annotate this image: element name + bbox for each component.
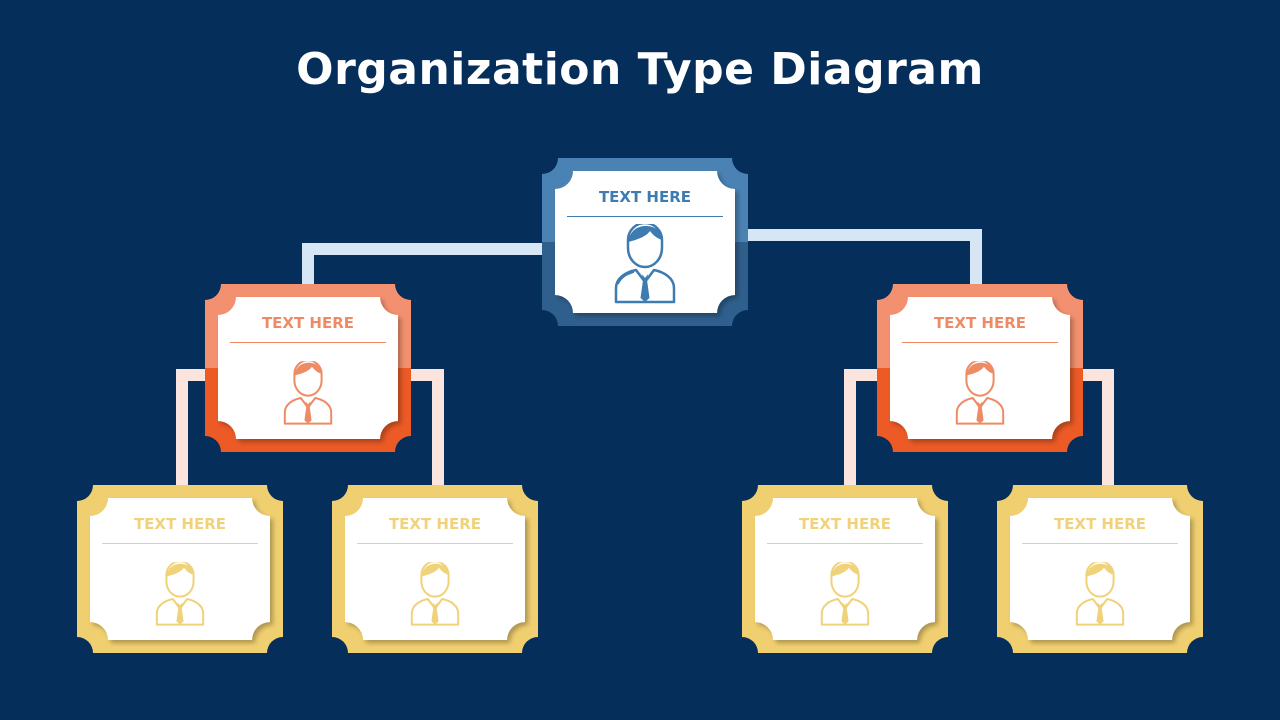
- diagram-title: Organization Type Diagram: [296, 44, 984, 95]
- connector-midright-leaf3: [844, 369, 883, 492]
- node-label: TEXT HERE: [598, 188, 692, 206]
- node-label: TEXT HERE: [388, 515, 482, 533]
- node-divider: [357, 543, 513, 544]
- org-node-mid-right: TEXT HERE: [877, 284, 1083, 452]
- node-divider: [1022, 543, 1178, 544]
- org-node-top: TEXT HERE: [542, 158, 748, 326]
- node-label: TEXT HERE: [798, 515, 892, 533]
- node-label: TEXT HERE: [1053, 515, 1147, 533]
- org-node-leaf-2: TEXT HERE: [332, 485, 538, 653]
- person-icon: [283, 361, 333, 425]
- org-node-leaf-4: TEXT HERE: [997, 485, 1203, 653]
- node-divider: [567, 216, 723, 217]
- node-divider: [902, 342, 1058, 343]
- node-divider: [767, 543, 923, 544]
- connector-midleft-leaf1: [176, 369, 210, 492]
- person-icon: [1075, 562, 1125, 626]
- person-icon: [820, 562, 870, 626]
- person-icon: [155, 562, 205, 626]
- person-icon: [410, 562, 460, 626]
- org-node-mid-left: TEXT HERE: [205, 284, 411, 452]
- node-divider: [230, 342, 386, 343]
- connector-top-right: [743, 229, 982, 292]
- person-icon: [955, 361, 1005, 425]
- node-label: TEXT HERE: [933, 314, 1027, 332]
- node-label: TEXT HERE: [133, 515, 227, 533]
- connector-midleft-leaf2: [406, 369, 444, 492]
- connector-top-left: [302, 243, 545, 292]
- connector-midright-leaf4: [1079, 369, 1114, 492]
- org-node-leaf-3: TEXT HERE: [742, 485, 948, 653]
- person-icon: [614, 224, 676, 304]
- node-label: TEXT HERE: [261, 314, 355, 332]
- node-divider: [102, 543, 258, 544]
- org-node-leaf-1: TEXT HERE: [77, 485, 283, 653]
